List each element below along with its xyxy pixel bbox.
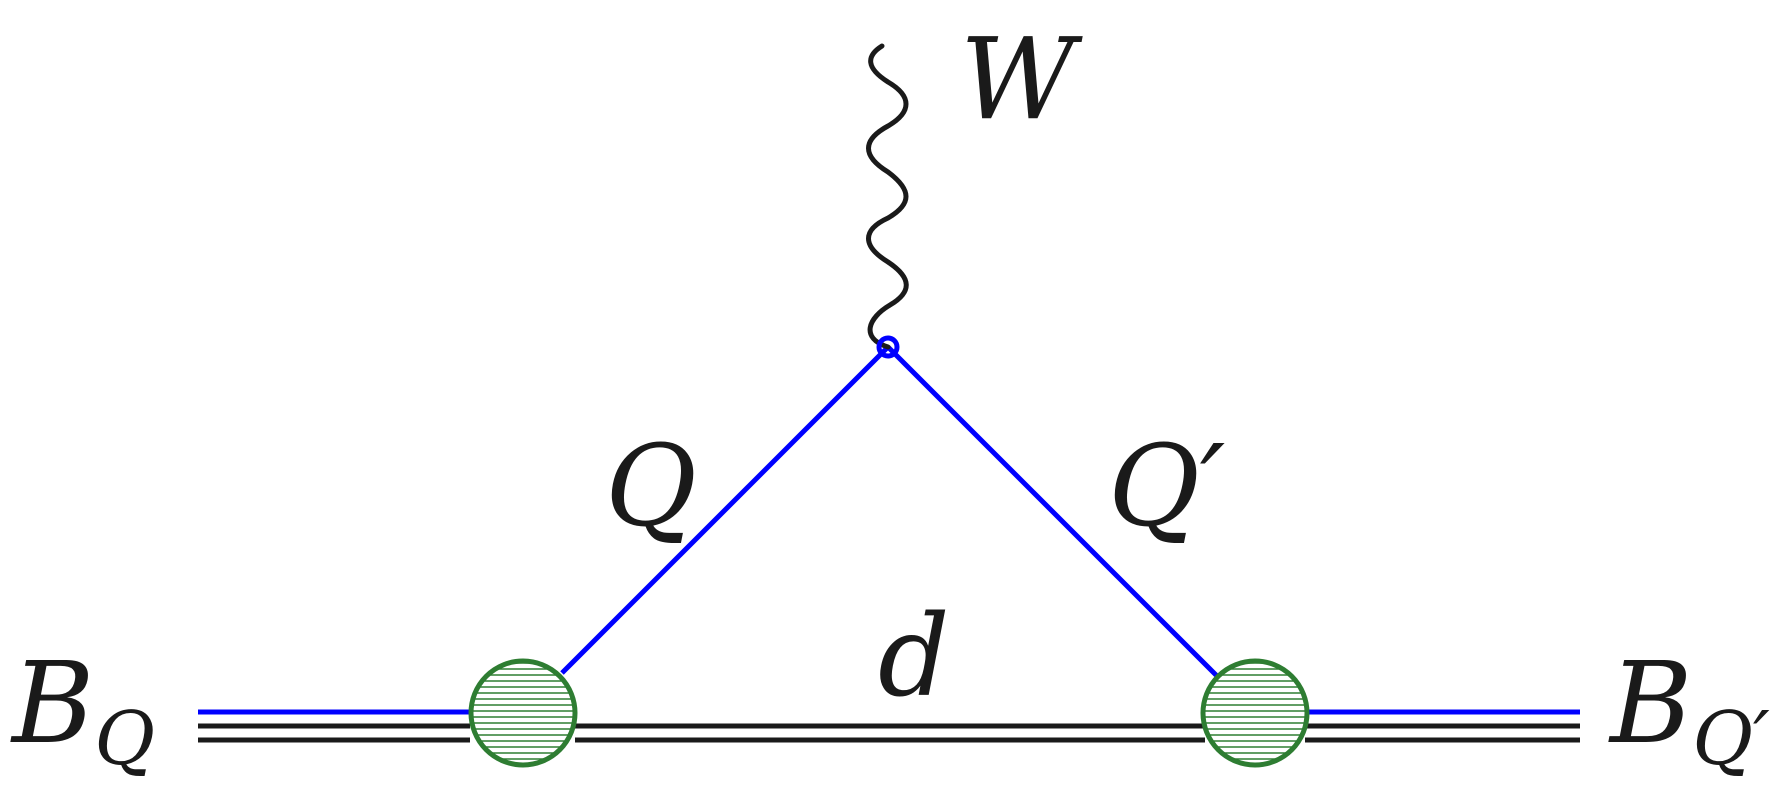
w-boson-label: W xyxy=(960,15,1083,145)
quark-q-label: Q xyxy=(605,422,697,552)
incoming-baryon-label-sub: Q xyxy=(94,696,155,782)
w-boson-line xyxy=(866,43,909,350)
outgoing-baryon-label-main: B xyxy=(1608,639,1692,769)
quark-q-prime-label: Q′ xyxy=(1108,422,1225,552)
outgoing-baryon-lines xyxy=(1305,709,1580,743)
spectator-d-label: d xyxy=(878,592,950,722)
quark-q-line xyxy=(560,345,890,675)
quark-q-prime-line xyxy=(886,345,1220,679)
weak-vertex-icon xyxy=(876,335,900,359)
incoming-baryon-label-main: B xyxy=(10,639,94,769)
incoming-vertex-icon xyxy=(468,658,578,768)
incoming-baryon-label: BQ xyxy=(10,639,155,782)
outgoing-baryon-label: BQ′ xyxy=(1608,639,1770,782)
outgoing-baryon-label-sub: Q′ xyxy=(1692,696,1770,782)
outgoing-vertex-icon xyxy=(1200,658,1310,768)
incoming-baryon-lines xyxy=(198,709,470,743)
spectator-lines xyxy=(575,723,1205,743)
